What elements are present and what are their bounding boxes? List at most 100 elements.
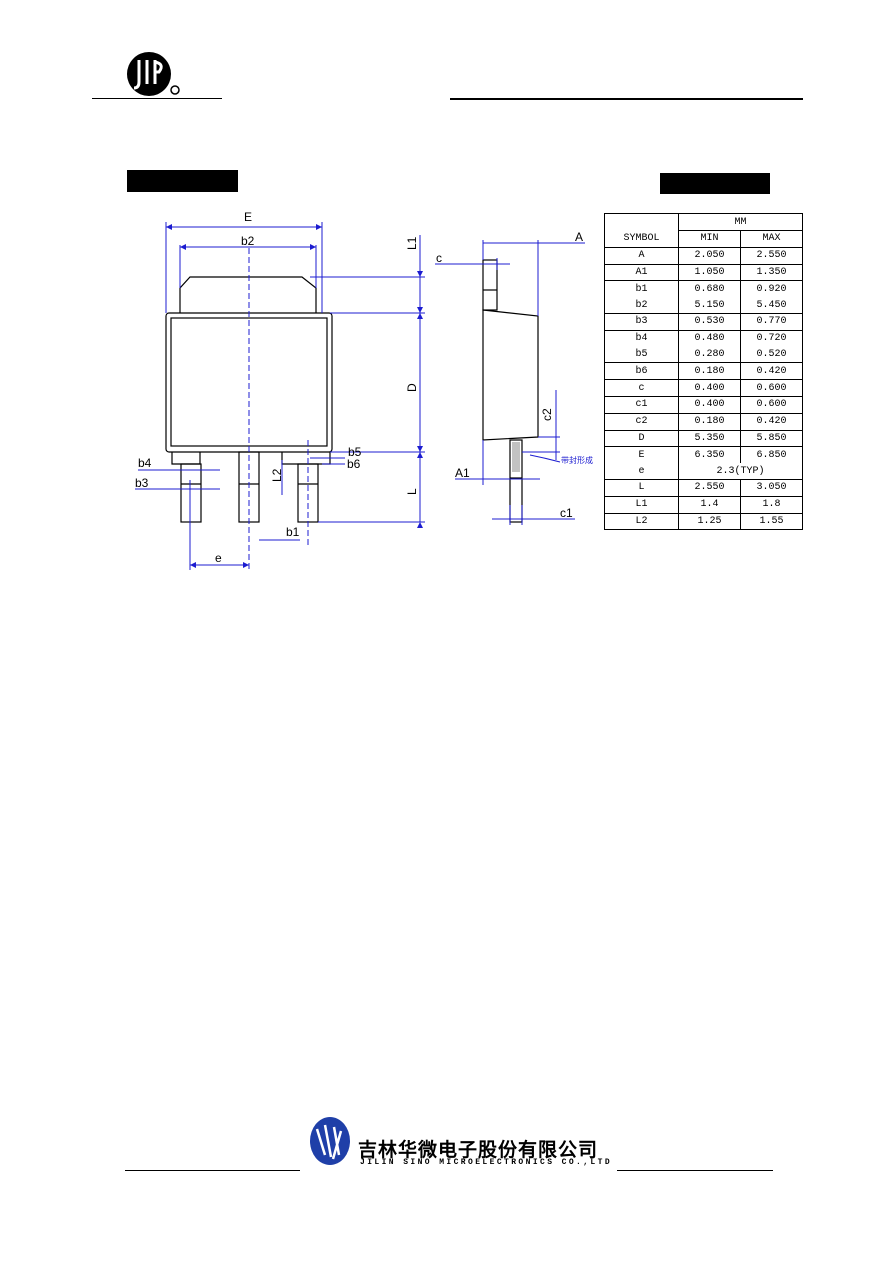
cell-symbol: e	[604, 463, 679, 480]
cell-min: 5.150	[677, 297, 741, 314]
label-L1: L1	[405, 236, 419, 250]
cell-symbol: E	[604, 446, 679, 464]
table-symbol-header: SYMBOL	[604, 230, 679, 248]
cell-symbol: b5	[604, 346, 679, 364]
footer-company-cn: 吉林华微电子股份有限公司	[358, 1139, 599, 1161]
cell-max: 5.450	[739, 297, 804, 314]
cell-min: 5.350	[677, 429, 741, 448]
footer-rule-right	[617, 1170, 773, 1171]
cell-min: 0.180	[677, 412, 741, 431]
cell-symbol: c2	[604, 412, 679, 431]
label-b1: b1	[286, 525, 300, 539]
cell-symbol: L1	[604, 495, 679, 514]
table-corner	[604, 213, 679, 231]
package-outline-drawing: E b2 L1 D L L2 b4 b3 b5 b6 b1 e A c c2 A…	[135, 210, 593, 570]
cell-symbol: c1	[604, 395, 679, 414]
lead-hatching	[512, 442, 520, 472]
header-rule-left	[92, 98, 222, 99]
label-A1: A1	[455, 466, 470, 480]
cell-min: 0.680	[677, 280, 741, 298]
cell-min: 0.400	[677, 395, 741, 414]
label-b3: b3	[135, 476, 149, 490]
cell-min: 2.550	[677, 478, 741, 497]
label-b6: b6	[347, 457, 361, 471]
label-b4: b4	[138, 456, 152, 470]
cell-max: 1.55	[739, 512, 804, 531]
cell-symbol: b6	[604, 362, 679, 381]
cell-symbol: A	[604, 246, 679, 265]
cell-typ: 2.3(TYP)	[677, 463, 804, 480]
label-c1: c1	[560, 506, 573, 520]
cell-max: 0.600	[739, 395, 804, 414]
cell-min: 1.4	[677, 495, 741, 514]
cell-symbol: D	[604, 429, 679, 448]
cell-symbol: b3	[604, 312, 679, 331]
jilin-sino-logo-icon	[310, 1117, 350, 1165]
cell-max: 0.600	[739, 379, 804, 397]
label-c2: c2	[540, 408, 554, 421]
label-D: D	[405, 383, 419, 392]
cell-max: 1.8	[739, 495, 804, 514]
cell-min: 1.050	[677, 263, 741, 282]
label-c: c	[436, 251, 442, 265]
cell-min: 2.050	[677, 246, 741, 265]
cell-max: 0.420	[739, 362, 804, 381]
label-E: E	[244, 210, 252, 224]
cell-symbol: L2	[604, 512, 679, 531]
cell-min: 0.400	[677, 379, 741, 397]
cell-max: 0.770	[739, 312, 804, 331]
cell-symbol: b1	[604, 280, 679, 298]
label-note: 带封形成	[561, 455, 593, 465]
cell-max: 3.050	[739, 478, 804, 497]
label-b2: b2	[241, 234, 255, 248]
cell-max: 5.850	[739, 429, 804, 448]
cell-symbol: A1	[604, 263, 679, 282]
cell-symbol: b4	[604, 329, 679, 347]
label-L2: L2	[270, 468, 284, 482]
cell-min: 0.480	[677, 329, 741, 347]
header-rule-right	[450, 98, 803, 100]
table-min-header: MIN	[677, 230, 741, 248]
section-label-bar-left	[127, 170, 238, 192]
cell-min: 0.180	[677, 362, 741, 381]
label-A: A	[575, 230, 583, 244]
cell-max: 6.850	[739, 446, 804, 464]
cell-min: 1.25	[677, 512, 741, 531]
cell-symbol: b2	[604, 297, 679, 314]
cell-symbol: L	[604, 478, 679, 497]
table-unit-header: MM	[677, 213, 804, 231]
cell-max: 0.420	[739, 412, 804, 431]
label-L: L	[405, 488, 419, 495]
cell-min: 0.530	[677, 312, 741, 331]
cell-max: 1.350	[739, 263, 804, 282]
section-label-bar-right	[660, 173, 770, 194]
label-b5: b5	[348, 445, 362, 459]
footer-company-en: JILIN SINO MICROELECTRONICS CO.,LTD	[360, 1158, 613, 1167]
cell-symbol: c	[604, 379, 679, 397]
label-e: e	[215, 551, 222, 565]
cell-max: 0.720	[739, 329, 804, 347]
cell-max: 0.920	[739, 280, 804, 298]
cell-max: 0.520	[739, 346, 804, 364]
table-max-header: MAX	[739, 230, 804, 248]
cell-max: 2.550	[739, 246, 804, 265]
